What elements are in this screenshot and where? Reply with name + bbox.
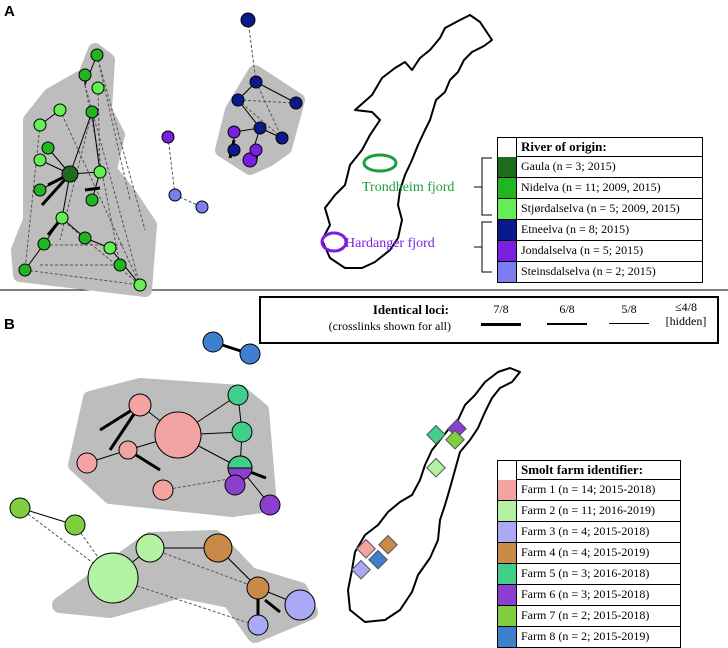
legend-row: Stjørdalselva (n = 5; 2009, 2015)	[498, 198, 702, 219]
loci-level-label: 5/8	[621, 302, 637, 316]
legend-swatch	[498, 522, 517, 542]
norway-map-b	[347, 367, 521, 623]
loci-level-label: 7/8	[493, 302, 509, 316]
legend-swatch	[498, 241, 517, 261]
legend-label: Gaula (n = 3; 2015)	[521, 159, 616, 173]
river-legend-brackets	[474, 157, 492, 273]
legend-label: Stjørdalselva (n = 5; 2009, 2015)	[521, 201, 680, 215]
legend-swatch	[498, 543, 517, 563]
loci-hidden-note: [hidden]	[665, 314, 707, 328]
legend-label: Farm 1 (n = 14; 2015-2018)	[521, 482, 656, 496]
panel-label-a: A	[4, 3, 15, 20]
network-a-right	[161, 12, 305, 214]
norway-map-a	[320, 14, 493, 269]
legend-label: Etneelva (n = 8; 2015)	[521, 222, 630, 236]
dashed-crosslinks	[167, 19, 297, 208]
legend-swatch	[498, 501, 517, 521]
norway-outline	[347, 367, 521, 623]
legend-row: Jondalselva (n = 5; 2015)	[498, 240, 702, 261]
loci-hidden-threshold: ≤4/8	[675, 300, 697, 314]
legend-row: Farm 1 (n = 14; 2015-2018)	[498, 480, 680, 500]
loci-level-6: 6/8	[539, 302, 595, 325]
legend-label: Farm 5 (n = 3; 2016-2018)	[521, 566, 650, 580]
legend-swatch	[498, 564, 517, 584]
hardanger-fjord-label: Hardanger fjord	[345, 236, 435, 251]
legend-label: Farm 3 (n = 4; 2015-2018)	[521, 524, 650, 538]
legend-swatch	[498, 627, 517, 647]
farm-legend-title: Smolt farm identifier:	[516, 461, 680, 480]
river-legend-title: River of origin:	[516, 138, 702, 157]
legend-row: Steinsdalselva (n = 2; 2015)	[498, 261, 702, 282]
trondheim-fjord-label: Trondheim fjord	[362, 180, 455, 195]
legend-swatch	[498, 606, 517, 626]
farm-markers	[351, 418, 467, 580]
network-a-left	[11, 43, 157, 297]
farm-legend: Smolt farm identifier: Farm 1 (n = 14; 2…	[497, 460, 681, 648]
hardanger-fjord-marker	[320, 231, 348, 253]
thin-line-sample	[609, 323, 649, 324]
legend-row: Farm 8 (n = 2; 2015-2019)	[498, 626, 680, 647]
panel-label-b: B	[4, 316, 15, 333]
legend-label: Farm 8 (n = 2; 2015-2019)	[521, 629, 650, 643]
legend-row: Etneelva (n = 8; 2015)	[498, 219, 702, 240]
legend-swatch	[498, 585, 517, 605]
legend-swatch	[498, 178, 517, 198]
legend-row: Farm 6 (n = 3; 2015-2018)	[498, 584, 680, 605]
trondheim-fjord-marker	[362, 153, 398, 173]
cluster-hull	[11, 43, 157, 297]
river-legend: River of origin: Gaula (n = 3; 2015) Nide…	[497, 137, 703, 283]
legend-label: Nidelva (n = 11; 2009, 2015)	[521, 180, 661, 194]
legend-label: Farm 4 (n = 4; 2015-2019)	[521, 545, 650, 559]
legend-swatch	[498, 480, 517, 500]
loci-level-7: 7/8	[473, 302, 529, 326]
legend-label: Farm 2 (n = 11; 2016-2019)	[521, 503, 655, 517]
legend-row: Farm 7 (n = 2; 2015-2018)	[498, 605, 680, 626]
legend-row: Farm 3 (n = 4; 2015-2018)	[498, 521, 680, 542]
legend-label: Farm 7 (n = 2; 2015-2018)	[521, 608, 650, 622]
legend-swatch	[498, 220, 517, 240]
identical-loci-legend: Identical loci: (crosslinks shown for al…	[259, 296, 719, 344]
loci-legend-title: Identical loci:	[372, 302, 449, 317]
legend-swatch	[498, 262, 517, 282]
legend-row: Farm 2 (n = 11; 2016-2019)	[498, 500, 680, 521]
legend-row: Nidelva (n = 11; 2009, 2015)	[498, 177, 702, 198]
loci-level-hidden: ≤4/8 [hidden]	[661, 300, 711, 328]
loci-level-5: 5/8	[601, 302, 657, 324]
nodes-a-right	[161, 12, 303, 214]
nodes-a-left	[18, 48, 147, 292]
legend-label: Steinsdalselva (n = 2; 2015)	[521, 264, 656, 278]
medium-line-sample	[547, 323, 587, 325]
legend-row: Farm 5 (n = 3; 2016-2018)	[498, 563, 680, 584]
legend-label: Farm 6 (n = 3; 2015-2018)	[521, 587, 650, 601]
nodes-b	[9, 331, 316, 636]
network-b	[9, 331, 318, 643]
loci-legend-subtitle: (crosslinks shown for all)	[328, 319, 451, 333]
loci-level-label: 6/8	[559, 302, 575, 316]
legend-row: Farm 4 (n = 4; 2015-2019)	[498, 542, 680, 563]
legend-row: Gaula (n = 3; 2015)	[498, 157, 702, 177]
legend-swatch	[498, 157, 517, 177]
thick-line-sample	[481, 323, 521, 326]
legend-swatch	[498, 199, 517, 219]
legend-label: Jondalselva (n = 5; 2015)	[521, 243, 644, 257]
norway-outline	[321, 14, 493, 269]
